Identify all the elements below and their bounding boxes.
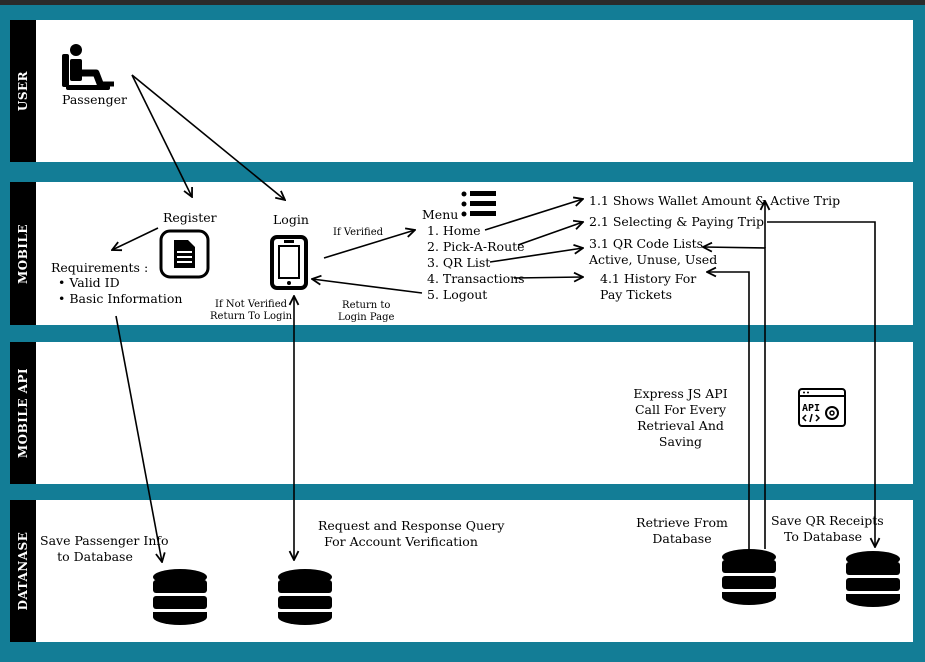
database-icon-verification xyxy=(278,569,332,625)
requirement-item: • Valid ID xyxy=(58,275,120,290)
arrow-login-menu xyxy=(323,230,415,259)
lane-label-mobile-api: MOBILE API xyxy=(10,342,36,484)
arrow-db-history xyxy=(707,272,750,549)
feature-selecting-paying-trip: 2.1 Selecting & Paying Trip xyxy=(589,214,765,229)
arrow-qr-list-feature xyxy=(489,248,583,263)
feature-wallet-active-trip: 1.1 Shows Wallet Amount & Active Trip xyxy=(589,193,841,208)
database-icon-save-qr xyxy=(846,551,900,607)
requirements-title: Requirements : xyxy=(51,260,149,275)
if-verified-label: If Verified xyxy=(333,227,384,238)
menu-list-icon xyxy=(461,191,496,217)
database-icon-retrieve xyxy=(722,549,776,605)
menu-item-pick-route: 2. Pick-A-Route xyxy=(427,239,525,254)
requirement-item: • Basic Information xyxy=(58,291,183,306)
passenger-label: Passenger xyxy=(62,92,127,107)
api-icon: API xyxy=(798,388,846,427)
arrow-passenger-register xyxy=(131,74,192,197)
passenger-icon xyxy=(62,44,114,90)
lane-label-user: USER xyxy=(10,20,36,162)
arrow-trip-save-qr xyxy=(767,221,875,547)
lane-user: USER xyxy=(10,20,913,162)
arrow-pick-route-feature xyxy=(517,222,583,246)
menu-item-transactions: 4. Transactions xyxy=(427,271,525,286)
database-icon-passenger xyxy=(153,569,207,625)
lane-label-mobile: MOBILE xyxy=(10,182,36,325)
login-label: Login xyxy=(273,212,309,227)
svg-text:API: API xyxy=(802,403,820,414)
arrow-transactions-feature xyxy=(513,277,583,278)
menu-item-qr-list: 3. QR List xyxy=(427,255,491,270)
lane-mobile-api: MOBILE API xyxy=(10,342,913,484)
register-label: Register xyxy=(163,210,217,225)
menu-item-home: 1. Home xyxy=(427,223,481,238)
arrow-register-requirements xyxy=(112,227,159,250)
arrow-logout-login xyxy=(312,279,423,294)
phone-icon xyxy=(270,235,308,290)
arrow-passenger-login xyxy=(131,74,285,200)
menu-title: Menu xyxy=(422,207,459,222)
arrow-requirements-database xyxy=(115,315,162,562)
document-icon xyxy=(159,229,210,279)
menu-item-logout: 5. Logout xyxy=(427,287,488,302)
arrow-home-feature xyxy=(484,199,583,231)
lane-label-database: DATANASE xyxy=(10,500,36,642)
